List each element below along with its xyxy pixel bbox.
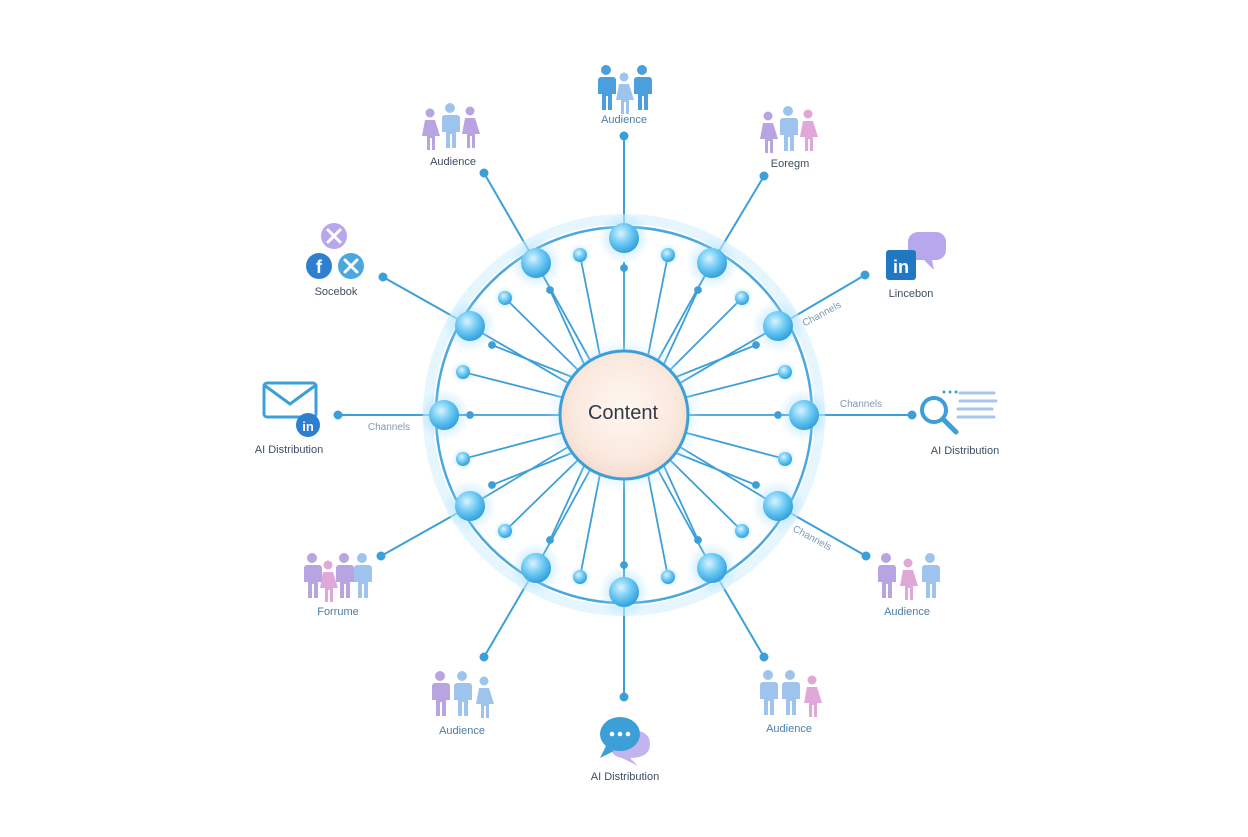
svg-text:in: in xyxy=(893,257,909,277)
label-bottom-right: Audience xyxy=(766,723,812,735)
orb xyxy=(444,480,496,532)
people-group-icon xyxy=(760,670,822,717)
linkedin-icon: in xyxy=(886,232,946,280)
label-linkedin: Lincebon xyxy=(888,288,934,300)
label-top-left: Audience xyxy=(430,156,476,168)
label-bottom: AI Distribution xyxy=(590,771,660,783)
x-icon xyxy=(321,223,347,249)
label-top-right: Eoregm xyxy=(770,158,810,170)
svg-text:in: in xyxy=(302,419,314,434)
orb xyxy=(418,389,470,441)
orb xyxy=(752,300,804,352)
label-audience-right: Audience xyxy=(884,606,930,618)
people-group-icon xyxy=(598,65,652,114)
orb xyxy=(444,300,496,352)
people-group-icon xyxy=(878,553,940,600)
x-icon xyxy=(338,253,364,279)
label-top: Audience xyxy=(601,114,647,126)
people-group-icon xyxy=(760,106,818,153)
orb xyxy=(510,542,562,594)
social-icons: f xyxy=(306,223,364,279)
center-content-node xyxy=(558,349,690,481)
people-group-icon xyxy=(304,553,372,602)
connector-label-right: Channels xyxy=(839,399,883,410)
mail-icon xyxy=(262,381,318,419)
chat-bubble-icon xyxy=(600,717,650,766)
label-search: AI Distribution xyxy=(930,445,1000,457)
search-icon xyxy=(920,390,998,435)
outer-connectors xyxy=(333,131,917,702)
orb xyxy=(752,480,804,532)
speech-bubble-icon xyxy=(908,232,946,270)
linkedin-icon: in xyxy=(296,413,320,437)
orb xyxy=(778,389,830,441)
orb xyxy=(686,542,738,594)
ring-orbs xyxy=(418,212,830,618)
label-forum: Forrume xyxy=(317,606,359,618)
facebook-icon: f xyxy=(306,253,332,279)
label-bottom-left: Audience xyxy=(439,725,485,737)
people-group-icon xyxy=(432,671,494,718)
small-orbs xyxy=(452,244,796,588)
center-label: Content xyxy=(587,402,659,424)
connector-label-left: Channels xyxy=(367,422,411,433)
orb xyxy=(598,566,650,618)
orb xyxy=(510,237,562,289)
orb xyxy=(686,237,738,289)
label-mail: AI Distribution xyxy=(254,444,324,456)
inner-spokes xyxy=(444,254,804,592)
people-group-icon xyxy=(422,103,480,150)
svg-text:f: f xyxy=(316,257,323,277)
label-social: Socebok xyxy=(314,286,358,298)
orb xyxy=(598,212,650,264)
